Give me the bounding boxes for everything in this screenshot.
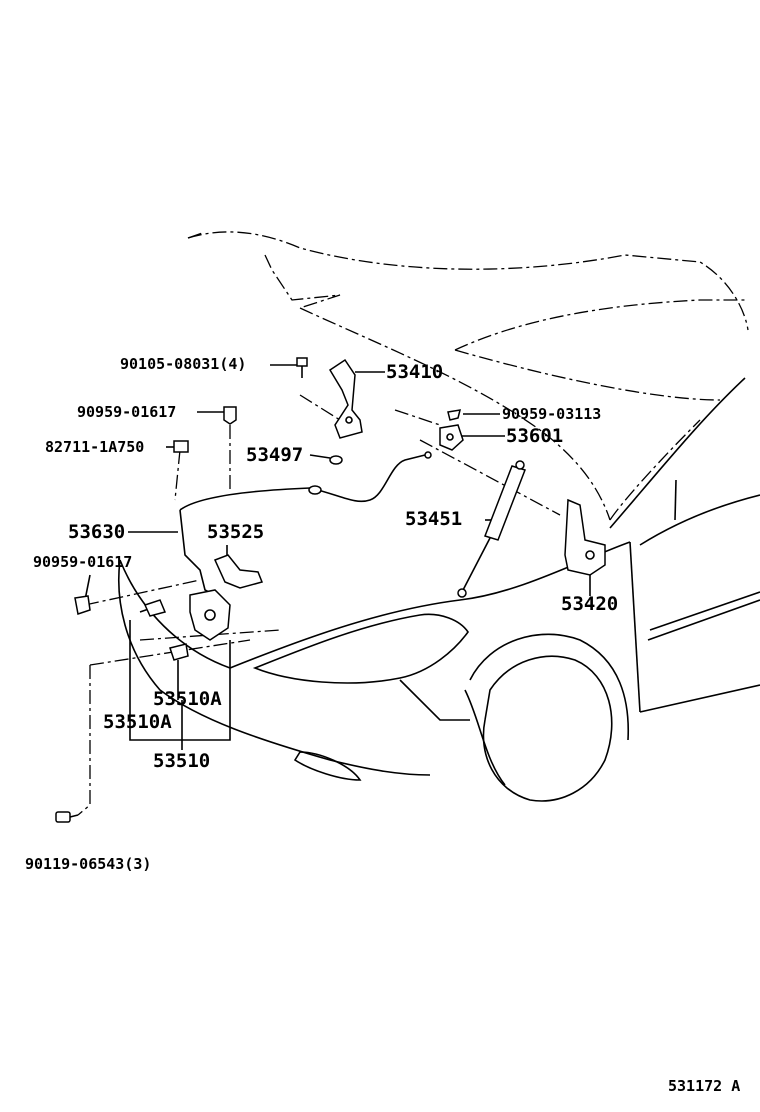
hinge-icon bbox=[439, 424, 464, 451]
hood-outline bbox=[187, 231, 749, 521]
hood-hinge-lh bbox=[328, 358, 363, 439]
part-label-82711-1A750: 82711-1A750 bbox=[45, 438, 145, 456]
part-label-53420: 53420 bbox=[561, 593, 619, 615]
part-label-53497: 53497 bbox=[246, 444, 304, 466]
diagram-id: 531172 A bbox=[668, 1077, 741, 1095]
part-label-53525: 53525 bbox=[207, 521, 265, 543]
hinge-icon bbox=[564, 498, 606, 576]
clip-icon bbox=[223, 406, 237, 425]
part-label-53630: 53630 bbox=[68, 521, 126, 543]
part-label-90959-03113: 90959-03113 bbox=[502, 405, 602, 423]
part-label-53510A-upper: 53510A bbox=[153, 688, 222, 710]
part-label-90105-08031: 90105-08031(4) bbox=[120, 355, 247, 373]
clip-icon bbox=[173, 440, 189, 453]
part-label-53451: 53451 bbox=[405, 508, 463, 530]
car-body bbox=[117, 377, 760, 802]
part-label-90119-06543: 90119-06543(3) bbox=[25, 855, 152, 873]
part-label-90959-01617-lower: 90959-01617 bbox=[33, 553, 133, 571]
bolt-icon bbox=[55, 811, 79, 823]
part-label-90959-01617-top: 90959-01617 bbox=[77, 403, 177, 421]
leader-lines bbox=[84, 364, 591, 750]
hood-lock-icon bbox=[143, 589, 231, 661]
gas-strut-icon bbox=[457, 460, 526, 598]
bolt-icon bbox=[296, 357, 308, 378]
clip-icon bbox=[74, 595, 91, 615]
part-label-53601: 53601 bbox=[506, 425, 564, 447]
clip-icon bbox=[447, 409, 462, 421]
part-label-53410: 53410 bbox=[386, 361, 444, 383]
part-label-53510A-lower: 53510A bbox=[103, 711, 172, 733]
part-label-53510: 53510 bbox=[153, 750, 211, 772]
hood-lock-icon bbox=[213, 554, 264, 589]
cushion-icon bbox=[329, 455, 343, 465]
